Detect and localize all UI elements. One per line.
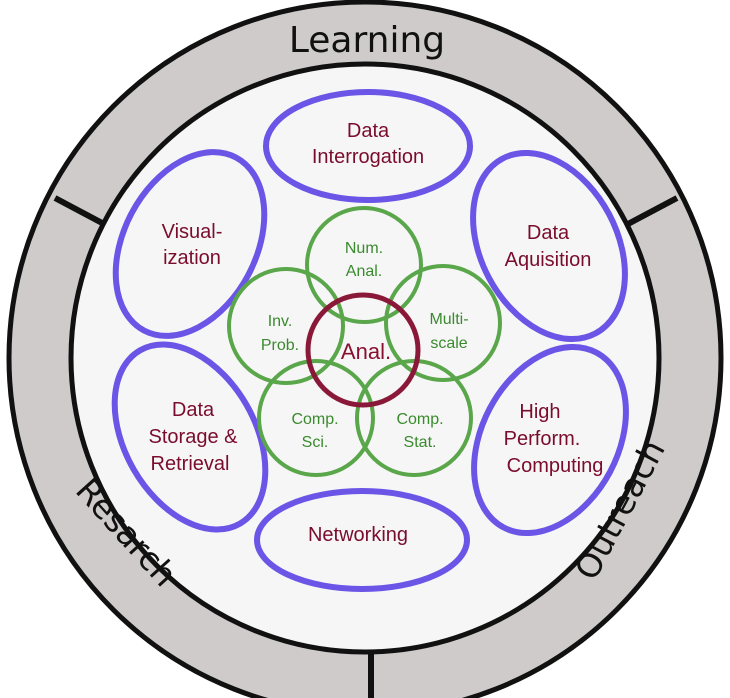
circle-label-line: Multi- bbox=[429, 311, 468, 328]
core-circle-anal: Anal. bbox=[305, 292, 421, 408]
circle-label-line: Num. bbox=[345, 240, 383, 257]
ellipse-networking: Networking bbox=[254, 488, 470, 592]
circle-comp-sci: Comp. Sci. bbox=[257, 359, 375, 477]
circle-num-anal: Num. Anal. bbox=[305, 206, 423, 324]
circle-label-line: scale bbox=[430, 335, 467, 352]
core-label: Anal. bbox=[341, 339, 391, 364]
circle-label-line: Stat. bbox=[404, 434, 437, 451]
ellipse-label-line: Data bbox=[347, 120, 390, 142]
ellipse-data-interrogation: Data Interrogation bbox=[263, 89, 473, 203]
ellipse-label-line: Aquisition bbox=[505, 249, 592, 271]
ellipse-label-line: Storage & bbox=[149, 426, 239, 448]
ellipse-label-line: ization bbox=[163, 247, 221, 269]
circle-label-line: Sci. bbox=[302, 434, 329, 451]
circle-comp-stat: Comp. Stat. bbox=[355, 359, 473, 477]
circle-label-line: Anal. bbox=[346, 263, 382, 280]
inner-disc bbox=[68, 61, 662, 655]
ellipse-label-line: High bbox=[519, 401, 560, 423]
ellipse-label-line: Interrogation bbox=[312, 146, 424, 168]
ring-divider-right bbox=[626, 195, 679, 227]
ellipse-label-line: Data bbox=[527, 222, 570, 244]
circle-label-line: Comp. bbox=[291, 411, 338, 428]
ellipse-high-performance-computing: High Perform. Computing bbox=[471, 343, 629, 537]
circle-multiscale: Multi- scale bbox=[384, 264, 502, 382]
ellipse-label-line: Networking bbox=[308, 524, 408, 546]
learning-label: Learning bbox=[289, 20, 445, 61]
circle-label-line: Prob. bbox=[261, 337, 299, 354]
circle-label-line: Inv. bbox=[268, 313, 293, 330]
circle-label-line: Comp. bbox=[396, 411, 443, 428]
ellipse-data-storage-retrieval: Data Storage & Retrieval bbox=[111, 341, 269, 533]
ellipse-label-line: Retrieval bbox=[151, 453, 230, 475]
ellipse-label-line: Data bbox=[172, 399, 215, 421]
ellipse-label-line: Visual- bbox=[162, 221, 223, 243]
ellipse-label-line: Perform. bbox=[504, 428, 581, 450]
ellipse-data-aquisition: Data Aquisition bbox=[470, 149, 628, 343]
ellipse-label-line: Computing bbox=[507, 455, 604, 477]
ellipse-visualization: Visual- ization bbox=[112, 149, 268, 339]
circle-inv-prob: Inv. Prob. bbox=[227, 267, 345, 385]
ring-divider-left bbox=[53, 195, 106, 227]
